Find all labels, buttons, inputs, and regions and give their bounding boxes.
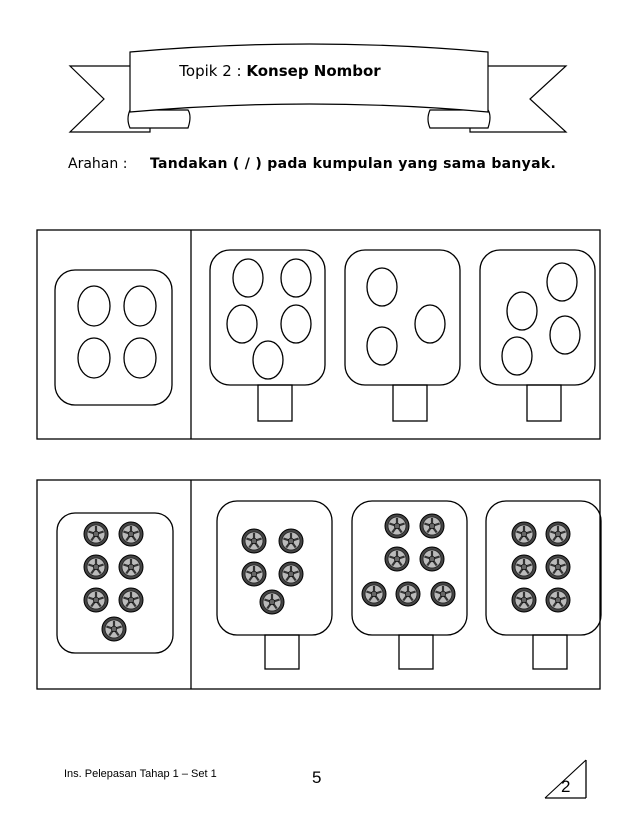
banner-title: Topik 2 : Konsep Nombor xyxy=(130,62,430,80)
choice-wheels-2 xyxy=(351,500,468,636)
choice-ovals-1 xyxy=(209,249,326,386)
banner-topic: Konsep Nombor xyxy=(246,62,381,80)
banner-prefix: Topik 2 : xyxy=(179,62,242,80)
answer-box-1-3[interactable] xyxy=(526,384,562,422)
choice-wheels-3 xyxy=(485,500,602,636)
page-number: 5 xyxy=(312,768,322,787)
footer-set-label: Ins. Pelepasan Tahap 1 – Set 1 xyxy=(64,768,217,780)
score-box xyxy=(544,759,587,799)
instruction-label: Arahan : xyxy=(68,156,128,172)
topic-banner xyxy=(68,43,568,133)
answer-box-2-2[interactable] xyxy=(398,634,434,670)
reference-group-wheels xyxy=(56,512,174,654)
choice-wheels-1 xyxy=(216,500,333,636)
reference-group-ovals xyxy=(54,269,173,406)
answer-box-2-3[interactable] xyxy=(532,634,568,670)
row-wheels xyxy=(36,479,602,690)
row-ovals xyxy=(36,229,601,440)
choice-ovals-2 xyxy=(344,249,461,386)
choice-ovals-3 xyxy=(479,249,596,386)
answer-box-2-1[interactable] xyxy=(264,634,300,670)
instruction-text: Tandakan ( / ) pada kumpulan yang sama b… xyxy=(150,156,557,172)
score-total: 2 xyxy=(561,777,571,796)
answer-box-1-2[interactable] xyxy=(392,384,428,422)
answer-box-1-1[interactable] xyxy=(257,384,293,422)
